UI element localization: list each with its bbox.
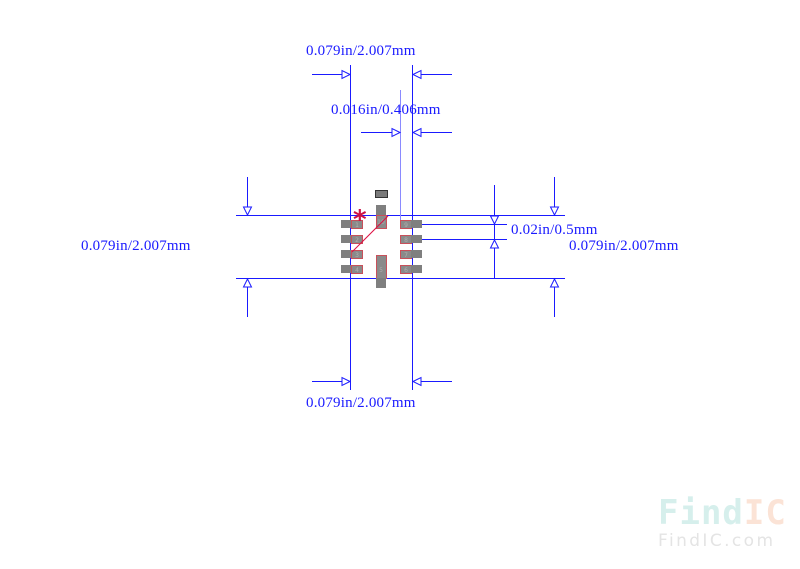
dim-label-pitch: 0.02in/0.5mm: [511, 222, 598, 238]
svg-text:1: 1: [355, 222, 359, 229]
watermark-logo: FindIC: [658, 493, 787, 533]
watermark-url: FindIC.com: [658, 531, 776, 551]
svg-text:3: 3: [355, 252, 359, 259]
dim-label-top-width: 0.079in/2.007mm: [306, 43, 416, 59]
watermark-logo-ic: IC: [743, 493, 787, 533]
svg-text:9: 9: [404, 222, 408, 229]
pin1-marker-icon: *: [353, 205, 367, 235]
dim-label-left-height: 0.079in/2.007mm: [81, 238, 191, 254]
dim-label-right-height: 0.079in/2.007mm: [569, 238, 679, 254]
top-marker-pad: [375, 190, 388, 198]
svg-text:2: 2: [355, 237, 359, 244]
left-pads: [341, 220, 363, 274]
watermark-logo-find: Find: [658, 493, 744, 533]
svg-text:6: 6: [404, 267, 408, 274]
dimension-arrowheads: [242, 69, 560, 387]
right-pads: [400, 220, 422, 274]
svg-text:4: 4: [355, 267, 359, 274]
center-bottom-pad: [376, 255, 387, 288]
svg-text:5: 5: [379, 267, 383, 274]
pin1-diagonal: [351, 215, 389, 253]
svg-text:8: 8: [404, 237, 408, 244]
svg-text:7: 7: [404, 252, 408, 259]
dim-label-pad-width: 0.016in/0.406mm: [331, 102, 441, 118]
dim-label-bottom-width: 0.079in/2.007mm: [306, 395, 416, 411]
